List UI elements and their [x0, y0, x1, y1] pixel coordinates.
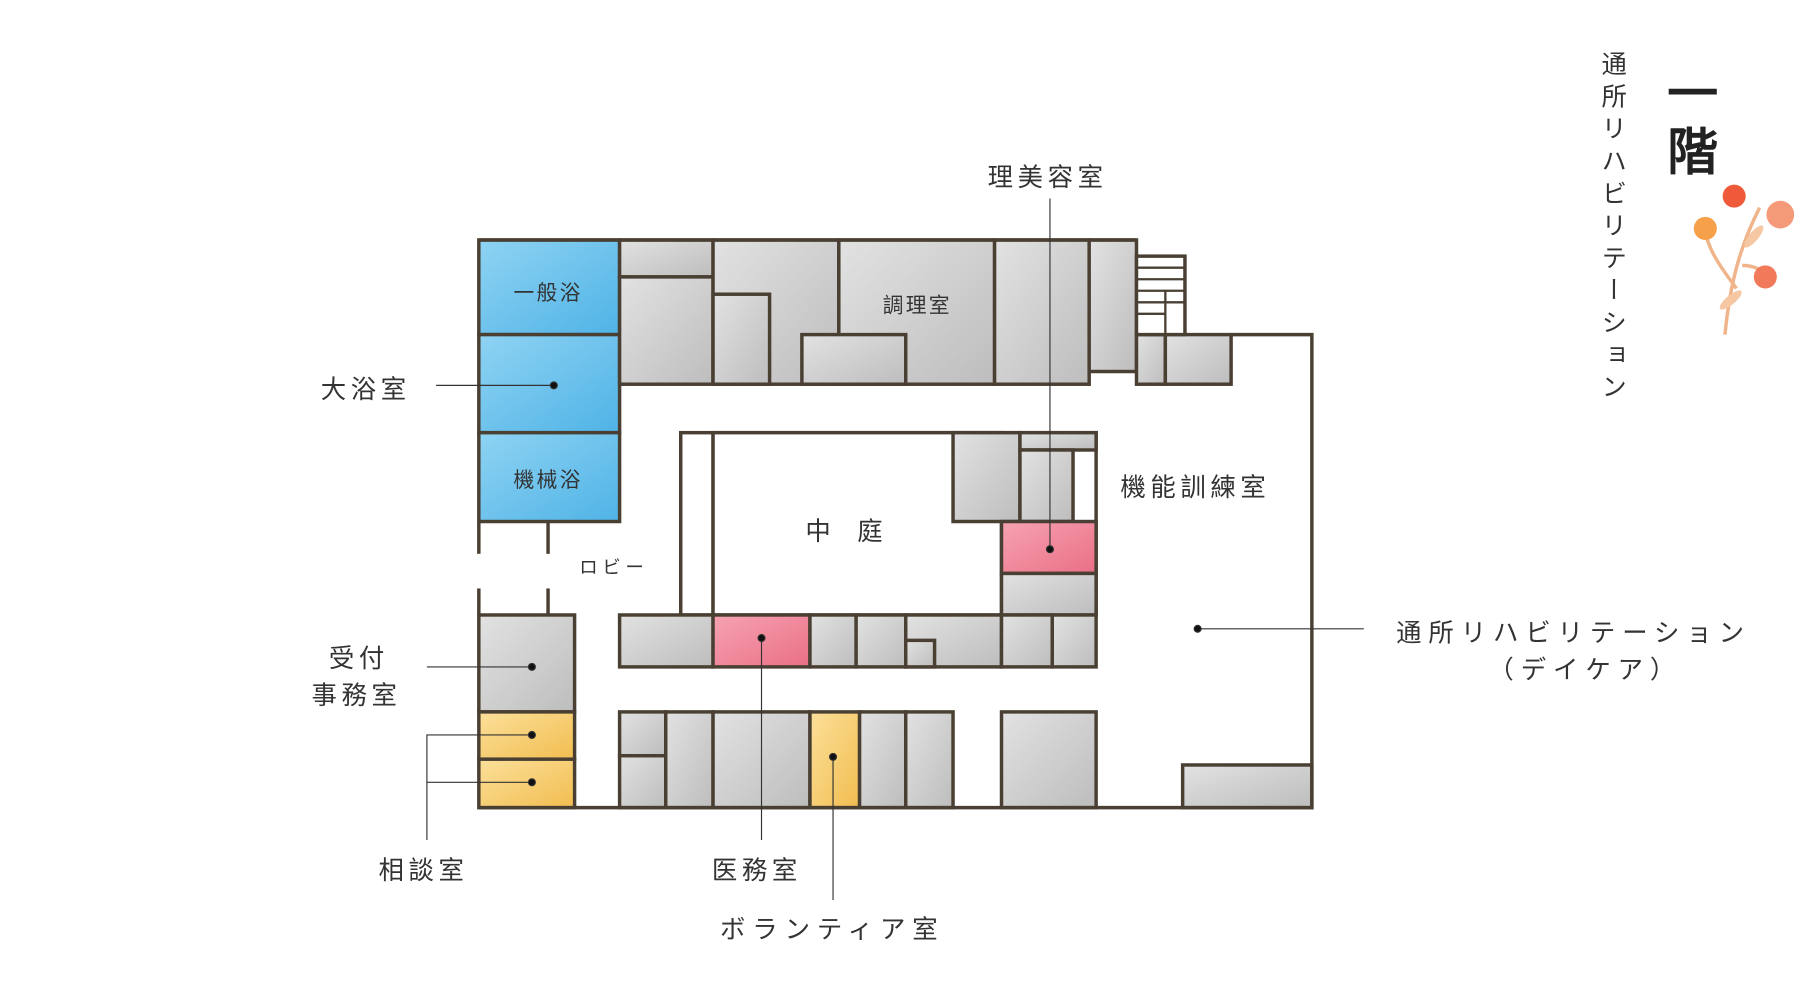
- label-machine-bath: 機械浴: [513, 468, 583, 493]
- callout-lines: [426, 198, 1364, 900]
- label-day-care-sub: （デイケア）: [1488, 656, 1683, 686]
- label-medical-office: 医務室: [711, 857, 802, 887]
- floor-subtitle: 通所リハビリテーション: [1596, 50, 1626, 407]
- room-reception: [477, 613, 577, 714]
- staircase: [1134, 254, 1187, 337]
- label-day-care: 通所リハビリテーション: [1396, 619, 1751, 649]
- room-machine-bath: [477, 430, 622, 524]
- label-training: 機能訓練室: [1120, 474, 1271, 504]
- label-large-bath: 大浴室: [320, 376, 411, 405]
- label-office: 事務室: [311, 681, 402, 711]
- room-general-bath: [477, 238, 622, 337]
- floor-title: 一階: [1658, 66, 1717, 183]
- label-lobby: ロビー: [579, 556, 649, 579]
- label-consultation: 相談室: [378, 857, 469, 887]
- label-volunteer: ボランティア室: [719, 916, 945, 945]
- room-consultation-2: [477, 757, 577, 810]
- room-large-bath: [477, 332, 622, 435]
- label-kitchen: 調理室: [882, 294, 952, 319]
- label-general-bath: 一般浴: [513, 281, 583, 306]
- label-reception: 受付: [328, 644, 389, 674]
- label-barber: 理美容室: [987, 163, 1108, 193]
- flower-decoration-icon: [1693, 184, 1795, 335]
- label-courtyard: 中 庭: [805, 518, 892, 547]
